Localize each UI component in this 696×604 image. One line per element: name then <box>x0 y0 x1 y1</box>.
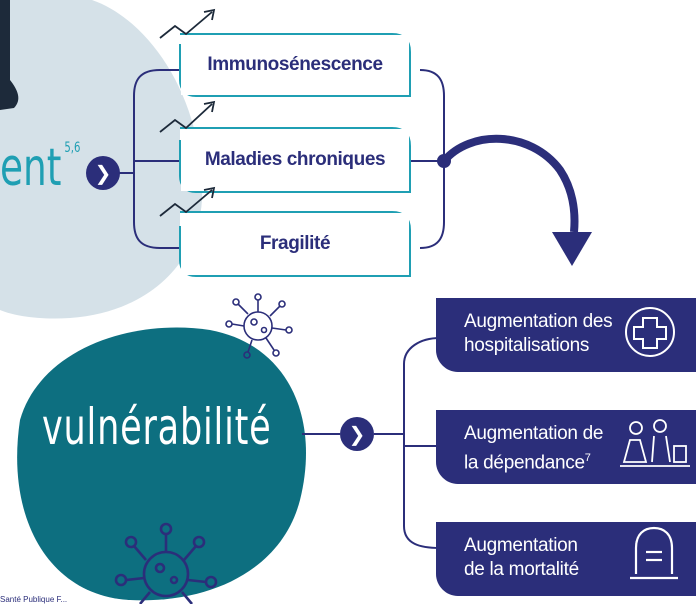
virus-icon-large <box>114 522 218 604</box>
curved-arrow-head <box>552 232 592 266</box>
outcome-superscript: 7 <box>584 452 591 464</box>
gravestone-icon <box>630 526 678 580</box>
outcome-line2-text: la dépendance <box>464 452 585 474</box>
vulnerability-blob <box>17 327 307 601</box>
outcome-dependence: Augmentation de la dépendance7 <box>464 422 603 475</box>
factor-chronic-diseases: Maladies chroniques <box>182 130 408 190</box>
outcome-hospitalisations: Augmentation des hospitalisations <box>464 310 613 358</box>
factor-immunosenescence: Immunosénescence <box>182 36 408 94</box>
outcome-line2: hospitalisations <box>464 335 590 356</box>
outcome-line1: Augmentation des <box>464 311 613 332</box>
trend-arrow-icon-2 <box>159 100 216 133</box>
outcome-mortality: Augmentation de la mortalité <box>464 534 579 582</box>
virus-icon-small <box>225 293 293 359</box>
factor-label: Fragilité <box>259 233 331 254</box>
elderly-dependence-icon <box>620 419 690 467</box>
factor-label: Maladies chroniques <box>204 149 386 170</box>
trend-arrow-icon-1 <box>159 8 216 39</box>
vulnerability-label: vulnérabilité <box>42 398 272 456</box>
curved-arrow <box>440 134 579 233</box>
factor-label: Immunosénescence <box>207 54 383 75</box>
leg-figure <box>0 0 19 110</box>
left-bracket <box>133 69 161 249</box>
outcome-bracket <box>403 337 441 549</box>
outcome-line1: Augmentation <box>464 535 578 556</box>
hospital-cross-icon <box>625 307 675 357</box>
footnote: Santé Publique F... <box>0 595 68 604</box>
outcome-line2: la dépendance7 <box>464 446 603 475</box>
outcome-line2: de la mortalité <box>464 559 579 580</box>
aging-superscript: 5,6 <box>64 140 81 156</box>
trend-arrow-icon-3 <box>159 186 216 217</box>
aging-word-text: ent <box>0 138 62 198</box>
chevron-right-icon-bottom: ❯ <box>340 417 374 451</box>
outcome-line1: Augmentation de <box>464 423 604 444</box>
factor-frailty: Fragilité <box>182 214 408 274</box>
chevron-right-icon-top: ❯ <box>86 156 120 190</box>
